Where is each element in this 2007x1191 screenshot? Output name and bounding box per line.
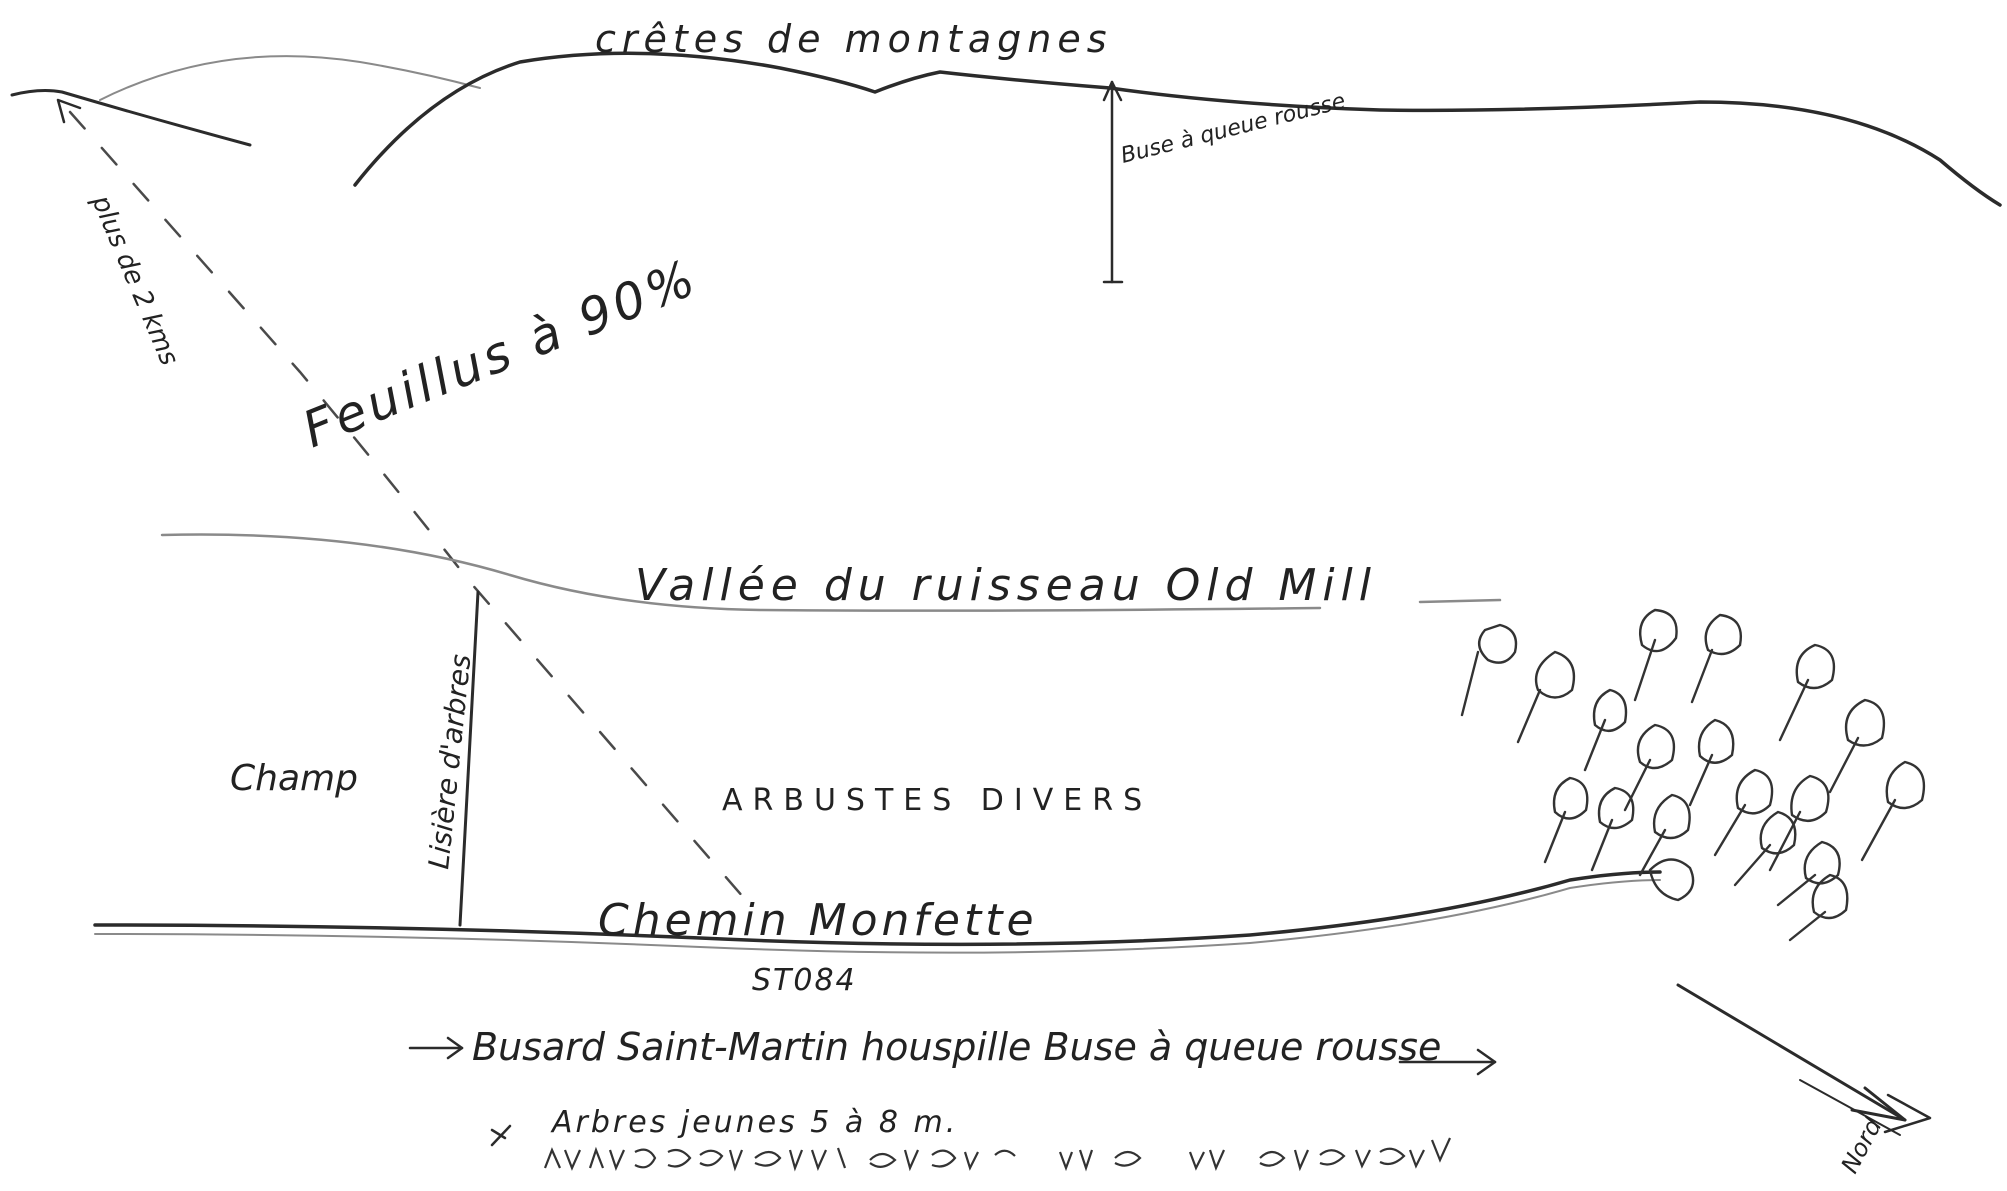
cretes-label: crêtes de montagnes: [595, 17, 1113, 61]
distance-arrowhead: [56, 98, 82, 124]
tree: [1460, 623, 1518, 717]
tree: [1778, 643, 1836, 742]
tree: [1590, 786, 1635, 872]
busard-label: Busard Saint-Martin houspille Buse à que…: [472, 1025, 1441, 1069]
feuillus-label: Feuillus à 90%: [295, 248, 706, 459]
vallee-label: Vallée du ruisseau Old Mill: [635, 560, 1377, 611]
busard-arrow-right: [1398, 1048, 1497, 1076]
station-label: ST084: [752, 963, 857, 998]
tree: [1688, 718, 1735, 807]
tree: [1516, 650, 1576, 744]
tree: [1733, 810, 1797, 887]
champ-label: Champ: [230, 758, 358, 799]
arbres-marker: [490, 1124, 512, 1147]
north-arrow-icon: [1676, 983, 1932, 1136]
tree: [1623, 723, 1676, 812]
tree-cluster-base: [1648, 858, 1695, 902]
tree: [1768, 774, 1830, 872]
valley-line-dash-end: [1418, 598, 1502, 604]
tree-cluster: [1460, 608, 1926, 942]
young-trees-row: [543, 1137, 1452, 1172]
valley-line: [160, 533, 1322, 612]
chemin-road: [93, 870, 1662, 954]
busard-arrow-left: [408, 1036, 464, 1060]
arbres-jeunes-label: Arbres jeunes 5 à 8 m.: [550, 1105, 958, 1140]
lisiere-line: [458, 590, 480, 927]
distance-label: plus de 2 kms: [85, 190, 184, 370]
tree: [1860, 760, 1926, 862]
chemin-label: Chemin Monfette: [598, 895, 1038, 946]
north-label: Nord: [1836, 1113, 1888, 1178]
mountain-ridges: [10, 51, 2002, 207]
tree: [1828, 698, 1886, 794]
tree: [1633, 608, 1678, 702]
tree: [1776, 840, 1841, 907]
tree: [1713, 768, 1774, 857]
tree: [1788, 873, 1849, 942]
distance-dashed-line: [68, 110, 752, 907]
buse-marker: [1102, 80, 1124, 284]
tree: [1583, 688, 1628, 772]
tree: [1543, 776, 1589, 864]
tree: [1638, 793, 1691, 877]
tree: [1690, 613, 1742, 704]
arbustes-label: ARBUSTES DIVERS: [722, 783, 1152, 818]
